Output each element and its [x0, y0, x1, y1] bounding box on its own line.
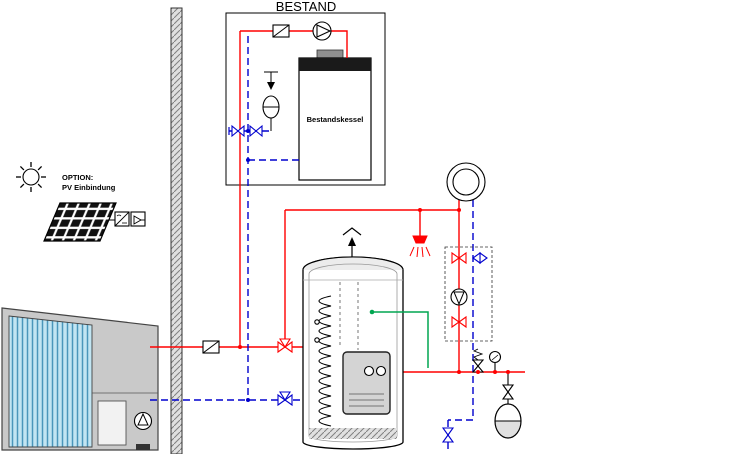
expansion-vessel-icon: [494, 372, 522, 439]
drain-valve-icon: [441, 427, 455, 443]
heating-circuit-icon: [446, 162, 486, 202]
tank-dome: [302, 256, 404, 271]
shower-icon: [409, 235, 431, 258]
expansion-vessel-icon: [262, 95, 280, 131]
flow-pipes: [150, 30, 525, 373]
heat-pump-unit: [1, 307, 159, 451]
existing-boiler: [298, 49, 372, 181]
sun-icon: [16, 162, 46, 192]
air-vent-icon: [264, 71, 278, 90]
shut-off-valve-icon: [451, 251, 467, 265]
sensor-cable: [369, 309, 429, 368]
check-valve-icon: [272, 24, 290, 38]
pv-panel-icon: [43, 202, 117, 242]
shut-off-valve-icon: [451, 315, 467, 329]
wall-hatch: [170, 7, 183, 454]
hydraulic-module: [342, 351, 391, 415]
inverter-icon: [114, 211, 130, 227]
manometer-icon: [488, 350, 502, 372]
bestand-section: [225, 12, 386, 186]
pv-option-line1: OPTION:: [62, 173, 93, 182]
bestand-box: [225, 12, 386, 186]
tank-vent-icon: [342, 227, 362, 257]
heat-pump-panel: [97, 400, 127, 446]
shut-off-valve-icon: [472, 251, 488, 265]
safety-valve-icon: [471, 348, 485, 373]
boiler-pump-icon: [312, 21, 332, 41]
pv-option-line2: PV Einbindung: [62, 183, 116, 192]
check-valve-icon: [202, 340, 220, 354]
pump-group-box: [444, 246, 493, 342]
heat-pump-pump-icon: [133, 411, 153, 431]
heating-coil-icon: [318, 295, 332, 427]
heat-pump-base: [136, 444, 150, 450]
pump-group: [444, 246, 493, 342]
sensor-pocket-icon: [314, 337, 320, 343]
symbols: [16, 21, 522, 443]
buffer-tank: [302, 227, 404, 450]
bestand-title: BESTAND: [276, 0, 336, 14]
shut-off-valve-icon: [249, 124, 263, 138]
pipe-junctions: [238, 129, 510, 402]
generation-meter-icon: [130, 211, 146, 227]
labels: BESTAND Bestandskessel OPTION: PV Einbin…: [62, 0, 363, 192]
circulation-pump-icon: [450, 288, 468, 306]
boiler-label: Bestandskessel: [307, 115, 364, 124]
heat-pump-coil: [8, 315, 93, 448]
sensor-pocket-icon: [314, 319, 320, 325]
three-way-valve-icon: [277, 391, 293, 407]
boiler-top-band: [299, 58, 371, 71]
shut-off-valve-icon: [231, 124, 245, 138]
tank-insulation: [309, 428, 397, 439]
three-way-valve-icon: [277, 338, 293, 354]
